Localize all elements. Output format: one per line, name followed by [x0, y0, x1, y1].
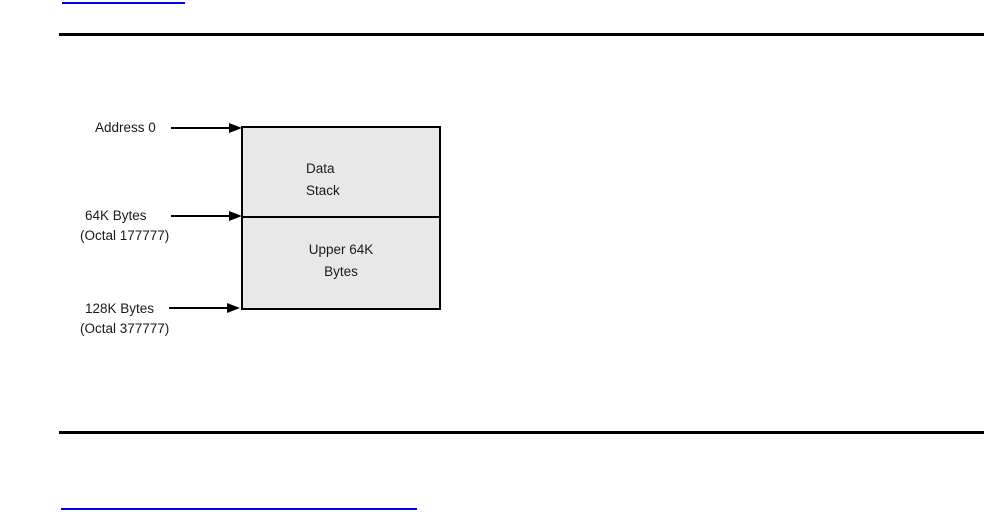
label-128k-bytes: 128K Bytes: [85, 301, 155, 316]
upper-64k-cell: Upper 64K Bytes: [243, 218, 439, 308]
arrow-128k: [169, 303, 240, 313]
truncated-link-underline-top[interactable]: [62, 2, 185, 4]
arrowhead-icon: [229, 211, 242, 221]
arrowhead-icon: [229, 123, 242, 133]
footer-rule: [59, 431, 984, 434]
memory-box: Data Stack Upper 64K Bytes: [241, 126, 441, 310]
upper-64k-label: Upper 64K Bytes: [243, 239, 439, 283]
header-rule: [59, 33, 984, 36]
data-stack-line1: Data: [306, 161, 335, 176]
data-stack-line2: Stack: [306, 183, 340, 198]
arrowhead-icon: [227, 303, 240, 313]
arrow-shaft: [171, 215, 229, 217]
data-stack-cell: Data Stack: [243, 128, 439, 218]
arrow-shaft: [169, 307, 227, 309]
label-64k-bytes: 64K Bytes: [85, 208, 147, 223]
label-address-0: Address 0: [95, 120, 156, 135]
label-64k-octal: (Octal 177777): [80, 228, 170, 243]
data-stack-label: Data Stack: [306, 158, 340, 202]
arrow-address-0: [171, 123, 242, 133]
arrow-shaft: [171, 127, 229, 129]
upper-64k-line1: Upper 64K: [308, 242, 374, 257]
upper-64k-line2: Bytes: [324, 264, 358, 279]
arrow-64k: [171, 211, 242, 221]
label-128k-octal: (Octal 377777): [80, 321, 170, 336]
truncated-link-underline-bottom[interactable]: [61, 508, 417, 510]
